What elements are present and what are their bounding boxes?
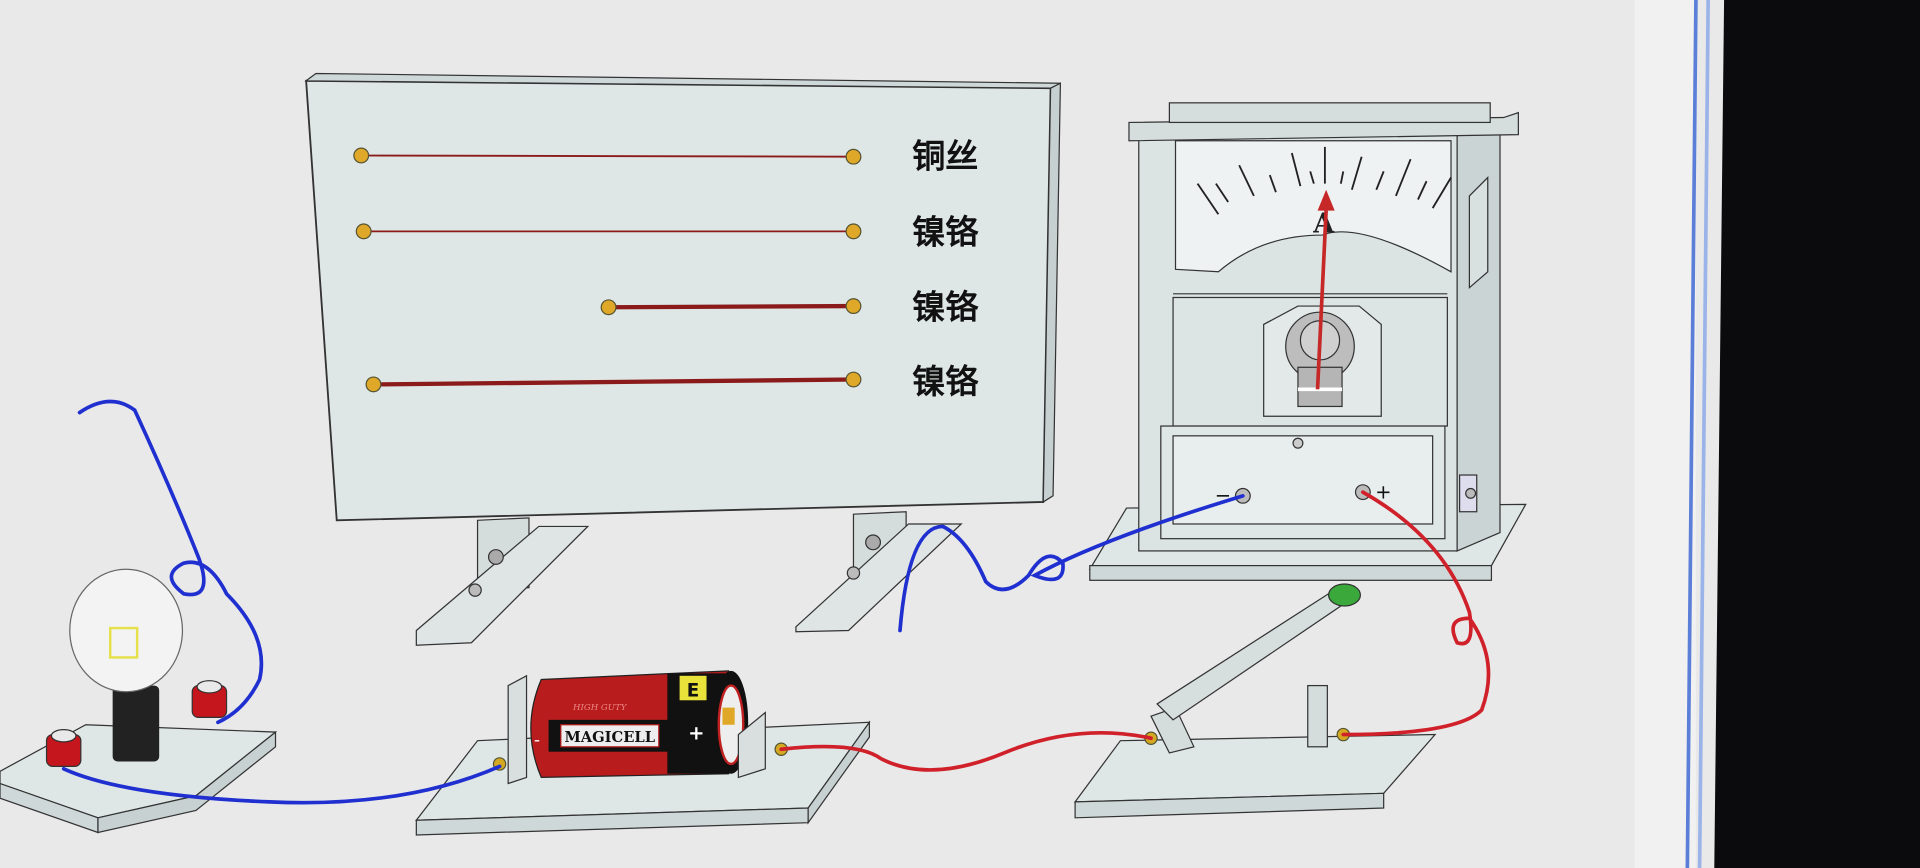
ammeter-needle	[1315, 210, 1328, 390]
wire-label-2: 镍铬	[912, 213, 979, 252]
battery-badge	[679, 675, 707, 701]
resistance-board: 铜丝 镍铬 镍铬 镍铬	[304, 72, 1062, 646]
blue-wire-bulb-top	[77, 399, 264, 725]
copper-wire	[361, 154, 854, 158]
wire-row-3: 镍铬	[600, 287, 979, 326]
svg-text:E: E	[687, 681, 700, 702]
switch-handle	[1327, 583, 1362, 607]
battery-plus: +	[688, 721, 704, 744]
battery-minus: -	[534, 731, 540, 751]
wire-label-4: 镍铬	[912, 362, 979, 401]
battery: E MAGICELL HIGH GUTY - +	[415, 670, 871, 836]
wire-row-2: 镍铬	[355, 213, 979, 252]
ammeter: A − +	[1088, 102, 1527, 581]
dial-ticks	[1196, 146, 1452, 215]
nichrome-wire	[608, 303, 854, 310]
wires	[61, 399, 1491, 805]
board-stand-left	[415, 517, 590, 646]
window-border-inner	[1697, 0, 1710, 868]
wire-row-1: 铜丝	[353, 137, 978, 176]
red-wire-ammeter-switch	[1341, 490, 1491, 737]
red-wire-battery-switch	[779, 731, 1153, 772]
battery-subtext: HIGH GUTY	[572, 703, 628, 713]
wire-row-4: 镍铬	[365, 362, 979, 401]
wire-label-1: 铜丝	[912, 137, 978, 176]
nichrome-wire	[373, 377, 854, 387]
bulb-holder	[0, 568, 278, 834]
wire-label-3: 镍铬	[912, 287, 979, 326]
window-border	[1685, 0, 1698, 868]
battery-brand: MAGICELL	[564, 729, 655, 746]
monitor-bezel	[1714, 0, 1920, 868]
blue-wire-board-ammeter	[898, 493, 1245, 633]
plus-label: +	[1375, 480, 1391, 503]
needle-arrow	[1317, 189, 1335, 211]
bulb-icon	[69, 568, 184, 693]
screen-margin	[1634, 0, 1696, 868]
blue-wire-bulb-battery	[61, 764, 502, 805]
